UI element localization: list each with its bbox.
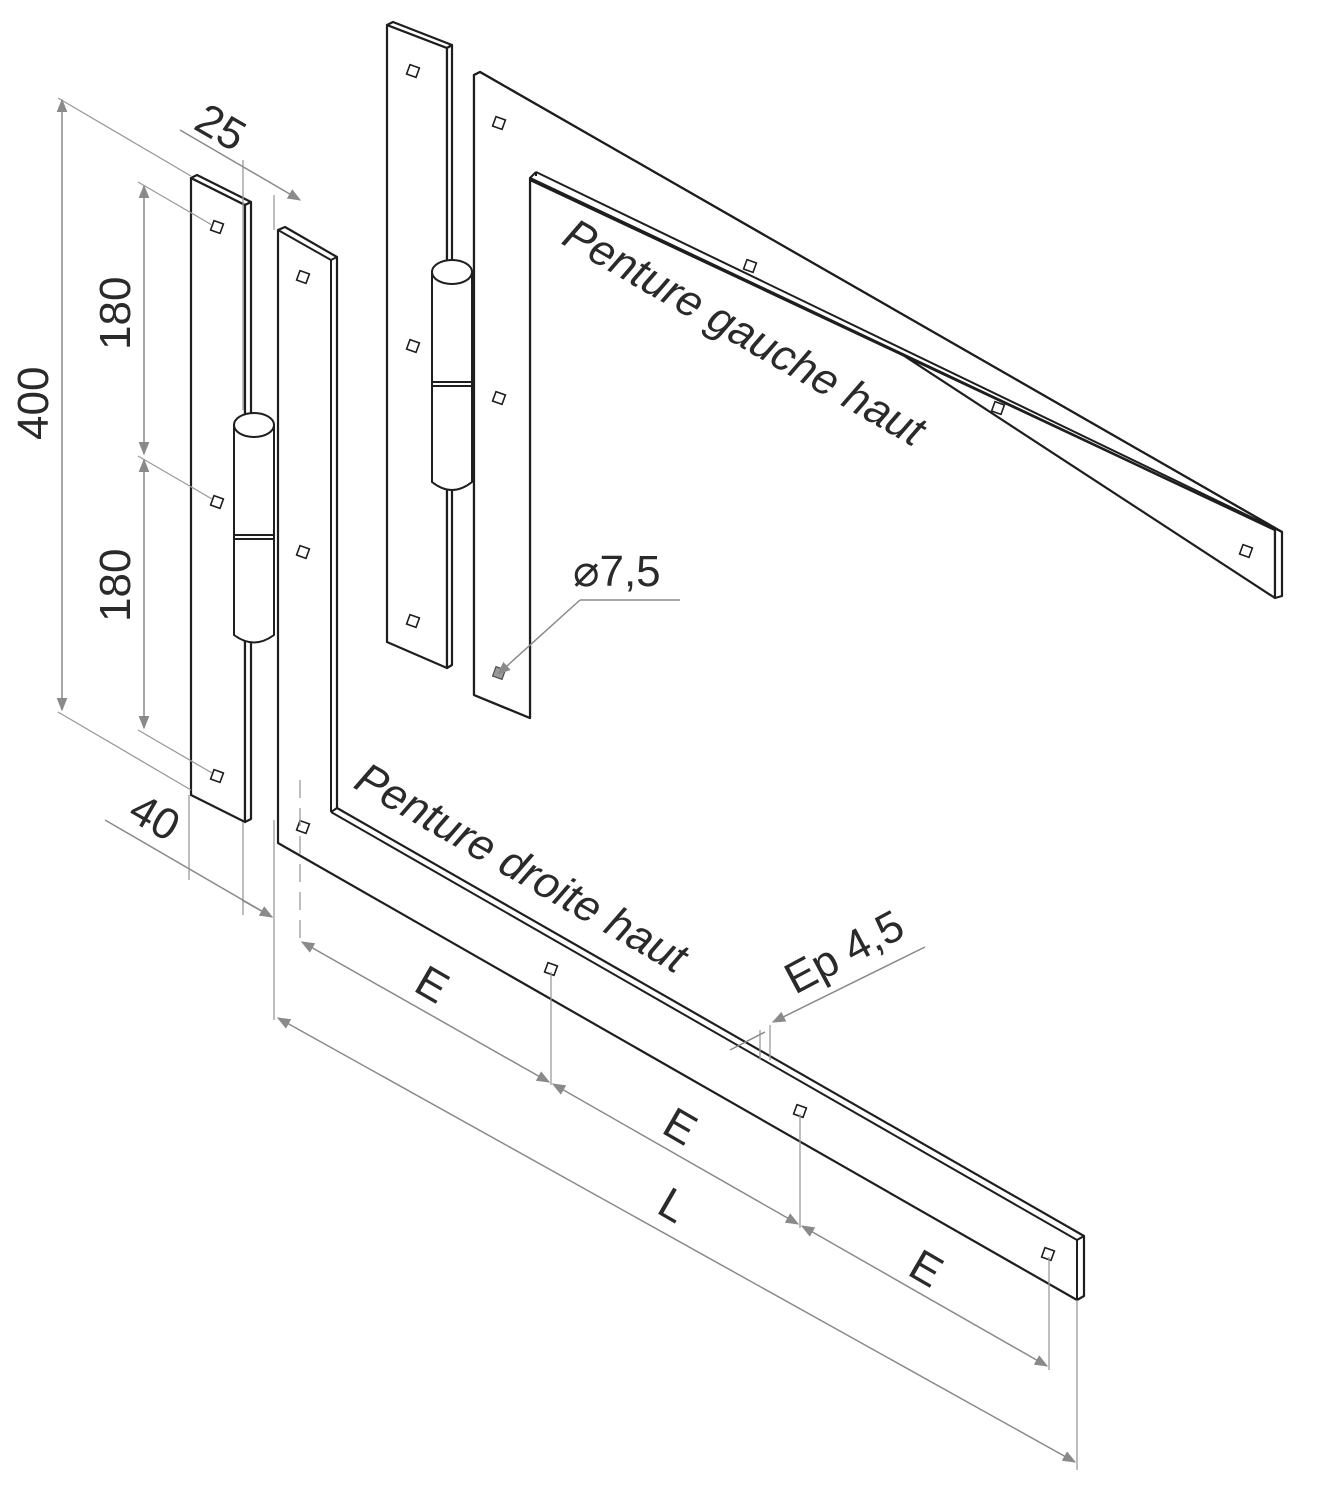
segment-upper-text: 180: [91, 277, 140, 350]
hole: [742, 258, 758, 274]
left-pin-plate: [385, 20, 454, 670]
hole: [295, 269, 311, 285]
length-l-text: L: [650, 1178, 696, 1233]
hole: [295, 819, 311, 835]
left-hinge-barrel: [431, 259, 473, 491]
left-strap: [472, 70, 1284, 720]
hole: [491, 390, 507, 406]
hole: [209, 768, 225, 784]
spacing-e-1: E: [407, 956, 457, 1013]
spacing-e-3: E: [901, 1240, 951, 1297]
hole: [405, 338, 421, 354]
hole: [405, 613, 421, 629]
left-hinge-assembly: Penture gauche haut ⌀7,5: [385, 20, 1284, 720]
right-hinge-barrel: [233, 412, 275, 644]
hole: [491, 115, 507, 131]
hole: [1238, 543, 1254, 559]
dimension-lines: 400 180 180 25 40 E E E L: [9, 94, 1078, 1470]
segment-lower-text: 180: [91, 549, 140, 622]
hole: [1040, 1246, 1056, 1262]
hole: [209, 494, 225, 510]
hole: [295, 544, 311, 560]
hole-diameter-text: ⌀7,5: [573, 547, 661, 596]
height-total-text: 400: [9, 367, 58, 440]
hole: [405, 63, 421, 79]
pin-offset-text: 25: [187, 94, 254, 161]
hole-diameter-callout: ⌀7,5: [496, 547, 680, 675]
plate-width-text: 40: [121, 784, 188, 851]
thickness-text: Ep 4,5: [777, 901, 912, 1004]
hole: [209, 219, 225, 235]
hole: [990, 400, 1006, 416]
